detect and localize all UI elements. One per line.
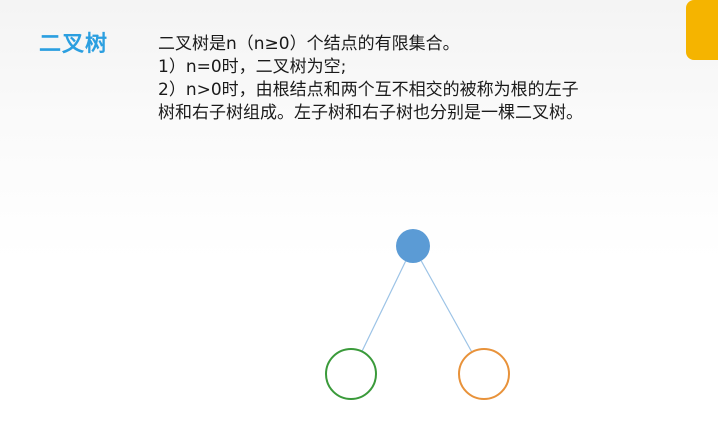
definition-line: 2）n>0时，由根结点和两个互不相交的被称为根的左子	[158, 80, 579, 100]
definition-line: 树和右子树组成。左子树和右子树也分别是一棵二叉树。	[158, 103, 583, 123]
slide-title: 二叉树	[39, 32, 109, 57]
definition-line: 1）n=0时，二叉树为空;	[158, 57, 347, 77]
tree-edge-root-to-right-child	[420, 260, 473, 353]
tree-node-right-child	[458, 348, 510, 400]
definition-line: 二叉树是n（n≥0）个结点的有限集合。	[158, 34, 460, 54]
nodes-layer	[325, 229, 510, 400]
tree-node-root	[396, 229, 430, 263]
definition-text: 二叉树是n（n≥0）个结点的有限集合。 1）n=0时，二叉树为空; 2）n>0时…	[158, 33, 698, 125]
tree-node-left-child	[325, 348, 377, 400]
corner-accent-tab	[686, 0, 718, 60]
tree-edge-root-to-left-child	[361, 261, 407, 352]
edges-layer	[361, 260, 473, 353]
